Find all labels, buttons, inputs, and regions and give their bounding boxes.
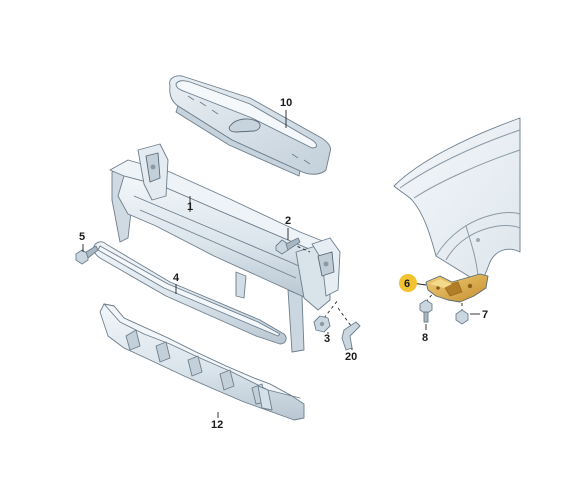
callout-3: 3 xyxy=(324,333,330,345)
callout-2: 2 xyxy=(285,215,291,227)
callout-5: 5 xyxy=(79,231,85,243)
callout-6: 6 xyxy=(404,278,410,290)
leader-lines xyxy=(82,110,480,418)
part-4-strip xyxy=(93,241,287,345)
callout-labels: 10 1 2 4 5 6 7 8 3 20 12 xyxy=(79,97,488,431)
part-3-nut xyxy=(313,315,331,333)
part-6-mounting-bracket xyxy=(425,273,489,303)
callout-12: 12 xyxy=(211,419,223,431)
part-7-nut xyxy=(455,309,469,325)
callout-10: 10 xyxy=(280,97,292,109)
callout-4: 4 xyxy=(173,272,180,284)
callout-20: 20 xyxy=(345,351,357,363)
part-20-clip xyxy=(341,321,361,351)
callout-8: 8 xyxy=(422,332,428,344)
callout-7: 7 xyxy=(482,309,488,321)
part-1-carrier-beam xyxy=(109,143,341,353)
callout-6-highlight xyxy=(399,274,417,292)
part-12-impact-absorber xyxy=(99,303,305,421)
callout-1: 1 xyxy=(187,201,193,213)
part-2-bolt xyxy=(275,237,301,255)
part-10-upper-air-guide xyxy=(169,75,331,177)
fender-context xyxy=(393,117,521,283)
part-5-bolt xyxy=(75,245,99,265)
part-8-bolt xyxy=(419,299,433,323)
